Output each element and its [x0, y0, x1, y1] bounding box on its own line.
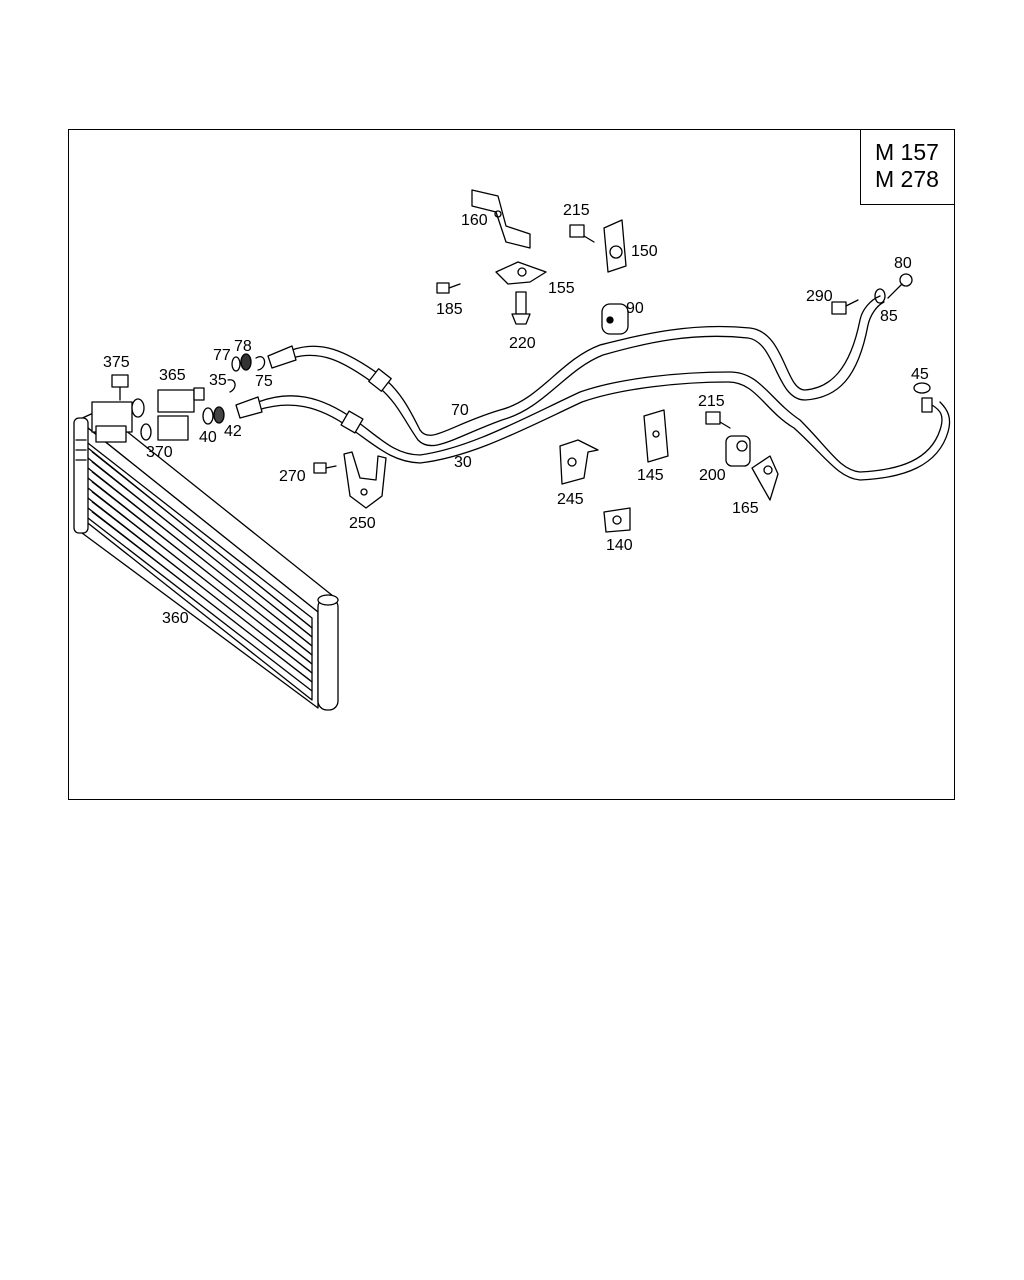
part-215-bolt-mid — [705, 411, 731, 429]
pipe-fitting-end — [921, 397, 933, 413]
callout-85: 85 — [880, 308, 898, 325]
callout-160: 160 — [461, 212, 488, 229]
part-85-ring — [874, 288, 886, 304]
part-365-fitting — [157, 387, 205, 413]
callout-220: 220 — [509, 335, 536, 352]
oil-cooler-radiator — [73, 409, 339, 711]
part-145-clip — [643, 409, 669, 463]
callout-365: 365 — [159, 367, 186, 384]
callout-165: 165 — [732, 500, 759, 517]
callout-200: 200 — [699, 467, 726, 484]
callout-45: 45 — [911, 366, 929, 383]
model-line-1: M 157 — [875, 139, 939, 165]
oil-pipe-70 — [267, 295, 885, 447]
part-215-bolt-top — [569, 224, 595, 243]
model-line-2: M 278 — [875, 166, 939, 192]
part-42-seal — [213, 406, 225, 424]
part-150-clip — [603, 219, 627, 273]
part-90-grommet — [601, 303, 629, 335]
callout-290: 290 — [806, 288, 833, 305]
part-77-ring — [231, 356, 241, 372]
callout-80: 80 — [894, 255, 912, 272]
part-200-clamp — [725, 435, 751, 467]
part-78-seal — [240, 353, 252, 371]
model-designation-box: M 157 M 278 — [860, 129, 955, 205]
part-165-bracket — [751, 455, 779, 501]
callout-30: 30 — [454, 454, 472, 471]
callout-215-top: 215 — [563, 202, 590, 219]
diagram-frame: M 157 M 278 — [68, 129, 955, 800]
part-45-ring — [913, 382, 931, 394]
part-290-bolt — [831, 299, 859, 315]
part-375-screw — [111, 374, 129, 401]
callout-250: 250 — [349, 515, 376, 532]
callout-375: 375 — [103, 354, 130, 371]
callout-360: 360 — [162, 610, 189, 627]
callout-42: 42 — [224, 423, 242, 440]
callout-155: 155 — [548, 280, 575, 297]
callout-40: 40 — [199, 429, 217, 446]
part-160-bracket — [471, 189, 531, 249]
part-245-bracket — [559, 439, 599, 485]
part-40-ring — [202, 407, 214, 425]
callout-145: 145 — [637, 467, 664, 484]
part-370-fitting — [157, 415, 189, 441]
callout-140: 140 — [606, 537, 633, 554]
callout-77: 77 — [213, 347, 231, 364]
callout-90: 90 — [626, 300, 644, 317]
callout-150: 150 — [631, 243, 658, 260]
callout-75: 75 — [255, 373, 273, 390]
part-155-clip — [495, 261, 547, 285]
part-250-bracket — [343, 451, 387, 509]
callout-245: 245 — [557, 491, 584, 508]
part-185-bolt — [436, 282, 461, 294]
callout-270: 270 — [279, 468, 306, 485]
part-140-clip — [603, 507, 631, 533]
part-75-clip — [255, 356, 266, 371]
part-270-bolt — [313, 462, 337, 474]
oil-pipe-30 — [235, 371, 951, 481]
part-80-bolt — [887, 273, 913, 299]
callout-185: 185 — [436, 301, 463, 318]
callout-215-mid: 215 — [698, 393, 725, 410]
callout-78: 78 — [234, 338, 252, 355]
part-220-stud — [511, 291, 531, 325]
cooler-connector-block — [91, 398, 145, 443]
part-35-clip — [227, 379, 236, 393]
callout-35: 35 — [209, 372, 227, 389]
part-ring — [140, 423, 152, 441]
callout-370: 370 — [146, 444, 173, 461]
callout-70: 70 — [451, 402, 469, 419]
